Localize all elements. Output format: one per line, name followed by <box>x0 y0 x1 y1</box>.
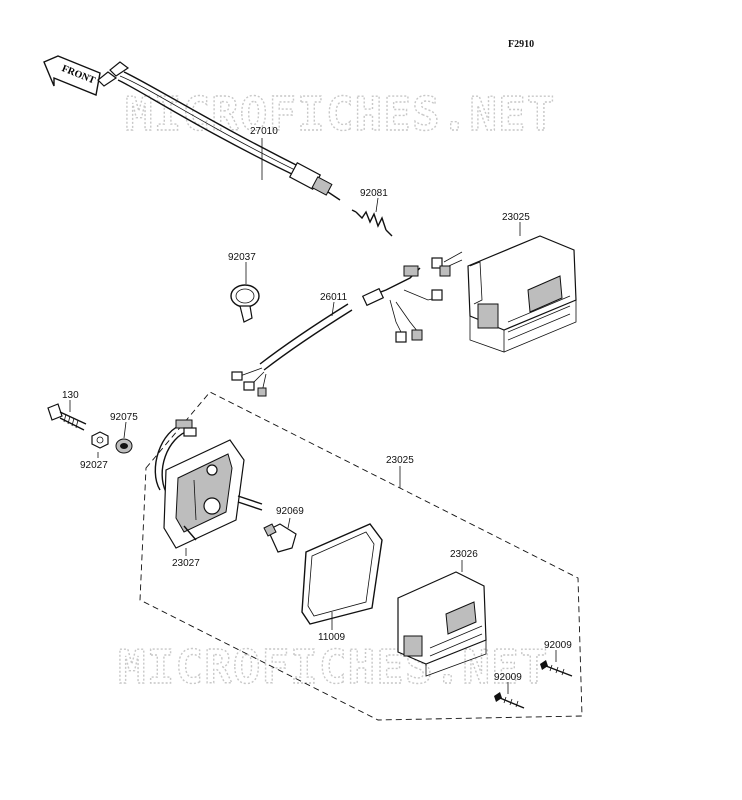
lens-23026 <box>397 571 487 677</box>
label-26011: 26011 <box>320 292 348 303</box>
bolt-130 <box>47 403 87 431</box>
leader-92069 <box>287 517 291 529</box>
label-92027: 92027 <box>80 460 108 471</box>
leader-92075 <box>123 421 127 439</box>
tail-lamp-assembly-23025 <box>431 235 577 353</box>
label-92009-b: 92009 <box>494 672 522 683</box>
front-arrow-icon: FRONT <box>43 55 101 96</box>
screw-92009-b <box>494 692 525 709</box>
grommet-92075 <box>115 438 133 454</box>
screw-92009-a <box>540 660 573 677</box>
label-92009-a: 92009 <box>544 640 572 651</box>
exploded-view-outline <box>139 391 583 721</box>
label-92037: 92037 <box>228 252 256 263</box>
label-92069: 92069 <box>276 506 304 517</box>
lamp-base-23027 <box>154 419 263 549</box>
leader-26011 <box>331 301 335 317</box>
leader-92081 <box>375 197 379 213</box>
sub-harness-26011 <box>231 265 443 397</box>
label-130: 130 <box>62 390 79 401</box>
label-23025-mid: 23025 <box>386 455 414 466</box>
label-23027: 23027 <box>172 558 200 569</box>
watermark-top: MICROFICHES.NET <box>125 87 555 141</box>
wire-harness-27010 <box>97 61 341 201</box>
label-27010: 27010 <box>250 126 278 137</box>
clamp-92037 <box>230 284 260 323</box>
label-23025-top: 23025 <box>502 212 530 223</box>
bulb-92069 <box>263 523 297 553</box>
label-92075: 92075 <box>110 412 138 423</box>
nut-92027 <box>91 431 109 449</box>
label-23026: 23026 <box>450 549 478 560</box>
gasket-11009 <box>301 523 383 625</box>
label-92081: 92081 <box>360 188 388 199</box>
label-11009: 11009 <box>318 632 346 643</box>
figure-code: F2910 <box>508 39 534 50</box>
watermark-bottom: MICROFICHES.NET <box>118 640 548 694</box>
spring-92081 <box>351 209 393 237</box>
